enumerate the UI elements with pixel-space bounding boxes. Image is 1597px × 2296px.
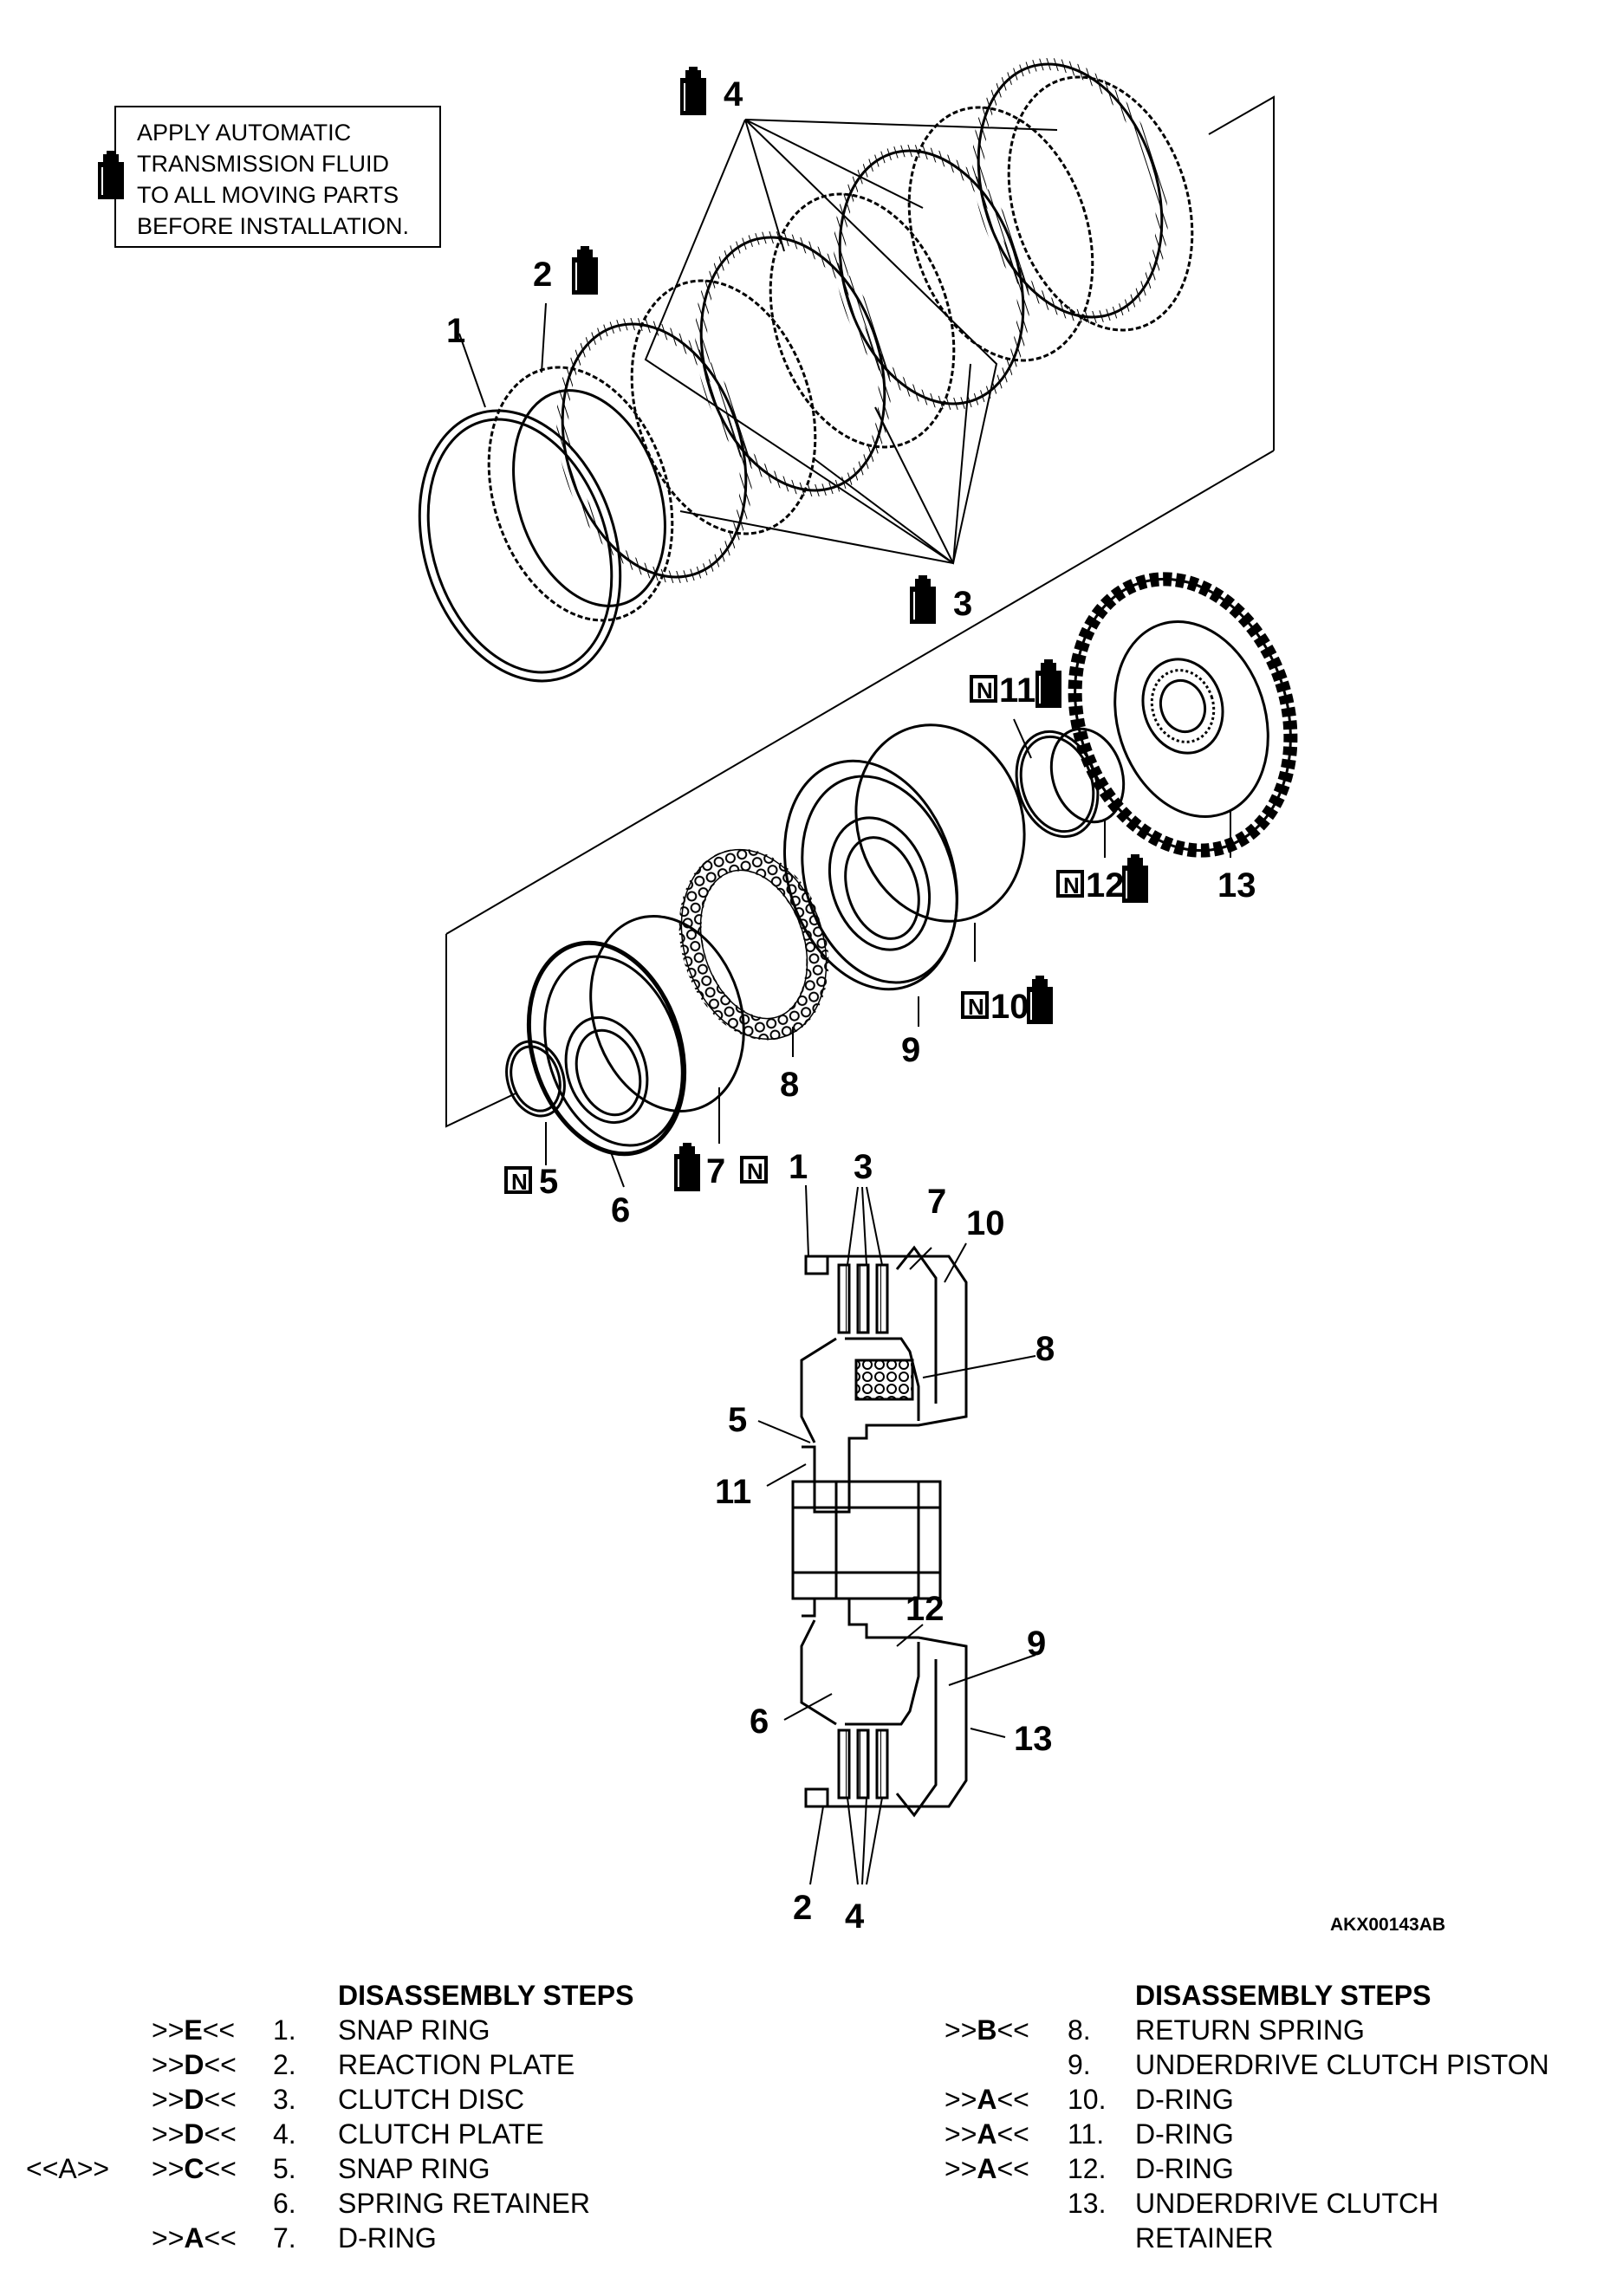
label-5: 5 <box>539 1163 558 1201</box>
label-8: 8 <box>780 1066 799 1104</box>
oil-bottle-icon <box>1035 658 1062 709</box>
label-2: 2 <box>533 256 552 294</box>
step-row: >>D<< 2. REACTION PLATE <box>152 2049 575 2080</box>
step-row: >>E<< 1. SNAP RING <box>152 2014 490 2046</box>
oil-bottle-icon <box>1121 853 1149 904</box>
pack-leaders <box>458 119 1058 565</box>
n-badge-letter: N <box>1063 872 1080 898</box>
section-label-8: 8 <box>1035 1330 1055 1368</box>
step-row: >>D<< 4. CLUTCH PLATE <box>152 2118 544 2150</box>
disassembly-steps-right: DISASSEMBLY STEPS >>B<< 8. RETURN SPRING… <box>945 1978 1594 2255</box>
figure-code: AKX00143AB <box>1330 1915 1445 1935</box>
section-label-1: 1 <box>789 1148 808 1186</box>
section-label-11: 11 <box>715 1473 751 1511</box>
piston-assembly <box>505 572 1298 1157</box>
assembly-leaders <box>545 718 1231 1188</box>
label-13: 13 <box>1217 866 1256 905</box>
label-9: 9 <box>901 1031 920 1069</box>
step-row: >>A<< 10. D-RING <box>945 2084 1234 2115</box>
section-label-9: 9 <box>1027 1625 1046 1663</box>
n-badge-letter: N <box>977 678 993 704</box>
exploded-frame <box>445 95 1275 1128</box>
step-row: 6. SPRING RETAINER <box>273 2188 590 2219</box>
oil-bottle-icon <box>909 574 937 625</box>
oil-bottle-icon <box>1026 975 1054 1025</box>
step-row: >>D<< 3. CLUTCH DISC <box>152 2084 525 2115</box>
cross-section-leaders <box>757 1184 1036 1885</box>
section-labels: 1 3 7 10 8 5 11 12 9 6 13 2 4 <box>715 1148 1055 1936</box>
label-10: 10 <box>990 988 1029 1026</box>
steps-right-title: DISASSEMBLY STEPS <box>1135 1980 1431 2011</box>
steps-left-title: DISASSEMBLY STEPS <box>338 1980 634 2011</box>
note-line-2: TRANSMISSION FLUID <box>137 151 389 177</box>
step-row: RETAINER <box>1135 2222 1274 2254</box>
note-line-4: BEFORE INSTALLATION. <box>137 213 409 239</box>
note-line-3: TO ALL MOVING PARTS <box>137 182 399 208</box>
oil-bottle-icon <box>571 245 599 295</box>
oil-bottle-icon <box>679 66 707 116</box>
section-label-2: 2 <box>793 1889 812 1927</box>
section-label-3: 3 <box>854 1148 873 1186</box>
section-label-4: 4 <box>845 1897 865 1936</box>
disassembly-steps-left: DISASSEMBLY STEPS >>E<< 1. SNAP RING >>D… <box>26 1978 702 2255</box>
note-box: APPLY AUTOMATIC TRANSMISSION FLUID TO AL… <box>97 106 441 248</box>
section-label-7: 7 <box>927 1183 946 1221</box>
label-6: 6 <box>611 1191 630 1229</box>
cross-section <box>791 1245 968 1818</box>
label-4: 4 <box>724 75 743 114</box>
step-row: >>A<< 11. D-RING <box>945 2118 1234 2150</box>
step-row: <<A>> >>C<< 5. SNAP RING <box>26 2153 490 2184</box>
clutch-pack <box>418 58 1194 683</box>
note-line-1: APPLY AUTOMATIC <box>137 120 351 146</box>
section-label-12: 12 <box>906 1590 945 1628</box>
n-badge-letter: N <box>968 994 984 1020</box>
label-11: 11 <box>999 671 1035 710</box>
label-12: 12 <box>1086 866 1125 905</box>
label-3: 3 <box>953 585 972 623</box>
step-row: >>A<< 12. D-RING <box>945 2153 1234 2184</box>
step-row: >>A<< 7. D-RING <box>152 2222 437 2254</box>
step-row: >>B<< 8. RETURN SPRING <box>945 2014 1365 2046</box>
label-1: 1 <box>446 312 465 350</box>
label-7: 7 <box>706 1152 725 1190</box>
section-label-6: 6 <box>750 1703 769 1741</box>
section-label-10: 10 <box>966 1204 1005 1242</box>
n-badge-letter: N <box>747 1158 763 1184</box>
oil-bottle-icon <box>673 1142 701 1192</box>
n-badge-letter: N <box>511 1169 528 1195</box>
section-label-5: 5 <box>728 1401 747 1439</box>
exploded-labels: 4 2 1 3 N 11 N 12 13 N 10 9 8 N 5 6 7 N <box>446 66 1256 1229</box>
section-label-13: 13 <box>1014 1720 1053 1758</box>
step-row: 13. UNDERDRIVE CLUTCH <box>1068 2188 1439 2219</box>
step-row: 9. UNDERDRIVE CLUTCH PISTON <box>1068 2049 1549 2080</box>
